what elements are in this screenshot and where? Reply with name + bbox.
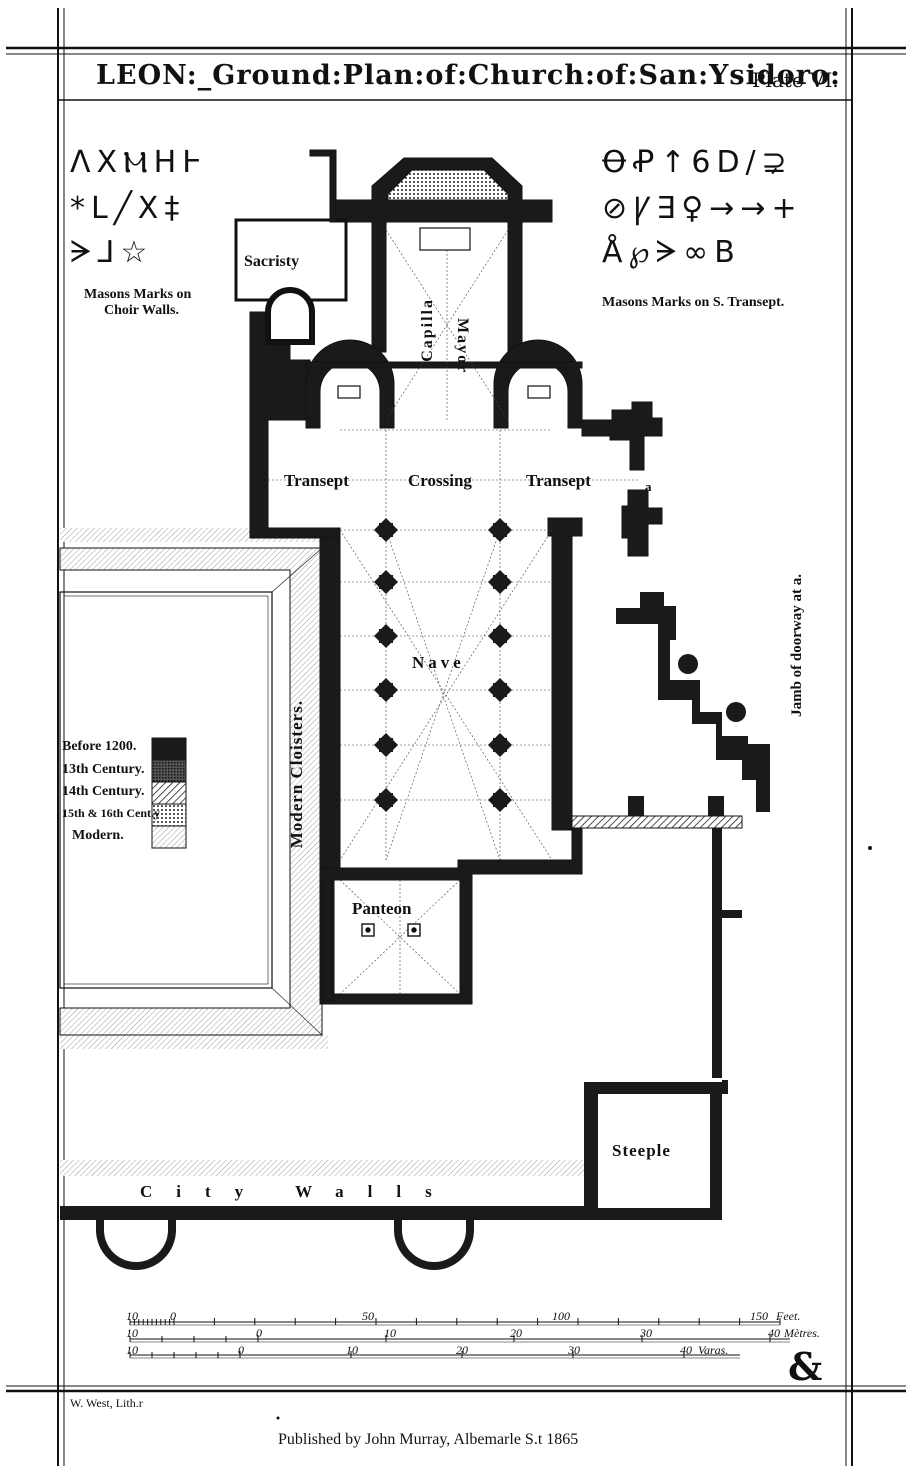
nave-pier-core [493, 575, 507, 589]
label-doorway-a: a [645, 479, 652, 494]
wall-respond [554, 678, 570, 702]
plate-title: LEON:_Ground:Plan:of:Church:of:San:Ysido… [96, 60, 841, 91]
legend-item-13th-century: 13th Century. [62, 762, 145, 777]
legend-item-14th-century: 14th Century. [62, 784, 145, 799]
feet-tick-label: 10 [126, 1309, 138, 1323]
plate-number: Plate VI. [752, 68, 839, 92]
varas-tick-label: 10 [346, 1343, 358, 1357]
nave-pier-core [379, 738, 393, 752]
nave-pier-core [379, 575, 393, 589]
metres-tick-label: 30 [640, 1326, 652, 1340]
nave-pier-core [379, 683, 393, 697]
varas-tick-label: 0 [238, 1343, 244, 1357]
panteon-columns [361, 923, 421, 937]
varas-unit: Varas. [698, 1343, 729, 1357]
wall-respond [322, 570, 338, 594]
label-capilla: Capilla [419, 298, 436, 362]
label-crossing: Crossing [408, 471, 472, 490]
varas-tick-label: 20 [456, 1343, 468, 1357]
publisher-monogram: & [788, 1344, 823, 1389]
wall-respond [322, 624, 338, 648]
lithographer-credit: W. West, Lith.r [70, 1396, 143, 1410]
nave-pier-core [493, 629, 507, 643]
nave-pier-core [493, 683, 507, 697]
metres-unit: Mètres. [784, 1326, 820, 1340]
metres-tick-label: 0 [256, 1326, 262, 1340]
varas-tick-label: 40 [680, 1343, 692, 1357]
feet-tick-label: 150 [750, 1309, 768, 1323]
vault-lines [268, 229, 640, 995]
legend-swatches [151, 737, 187, 849]
label-mayor: Mayor [454, 318, 471, 375]
altars [337, 227, 551, 399]
publisher-line: Published by John Murray, Albemarle S.t … [278, 1431, 579, 1448]
label-nave: Nave [412, 653, 465, 672]
stray-dot [868, 846, 872, 850]
legend-item-modern: Modern. [72, 828, 124, 843]
wall-respond [322, 678, 338, 702]
transept-marks-caption: Masons Marks on S. Transept. [602, 295, 785, 310]
label-steeple: Steeple [612, 1141, 671, 1160]
choir-marks-row-1: ΛXⲘHⱵ [70, 145, 208, 180]
label-jamb-of-doorway: Jamb of doorway at a. [789, 574, 805, 717]
wall-respond [554, 788, 570, 812]
legend-item-15th-16th-century: 15th & 16th Cent.y [62, 806, 160, 820]
choir-marks-caption-2: Choir Walls. [104, 303, 179, 318]
wall-respond [322, 788, 338, 812]
varas-tick-label: 10 [126, 1343, 138, 1357]
wall-respond [554, 570, 570, 594]
wall-respond [554, 733, 570, 757]
label-sacristy: Sacristy [244, 253, 300, 270]
legend-item-before-1200: Before 1200. [62, 739, 137, 754]
transept-marks-row-1: ꝊꝒ↑6D/⊋ [602, 145, 793, 180]
church-walls [234, 149, 663, 1005]
plate-frame [6, 8, 906, 1466]
label-panteon: Panteon [352, 899, 412, 918]
metres-tick-label: 20 [510, 1326, 522, 1340]
south-walls [571, 815, 743, 1220]
nave-pier-core [379, 523, 393, 537]
transept-marks-row-3: Å℘ᗒ∞B [602, 235, 741, 270]
nave-pier-core [493, 738, 507, 752]
choir-marks-row-2: *L╱X‡ [70, 191, 186, 226]
choir-marks-row-3: ᗒ⅃☆ [70, 235, 154, 270]
stray-dot [276, 1416, 280, 1420]
label-transept-right: Transept [526, 471, 591, 490]
nave-pier-core [379, 629, 393, 643]
nave-pier-core [493, 523, 507, 537]
feet-tick-label: 0 [170, 1309, 176, 1323]
metres-tick-label: 10 [384, 1326, 396, 1340]
nave-pier-core [493, 793, 507, 807]
label-city-walls: City Walls [140, 1182, 456, 1201]
wall-respond [322, 733, 338, 757]
choir-marks-caption-1: Masons Marks on [84, 287, 192, 302]
scale-bars [130, 1321, 790, 1359]
nave-piers [322, 518, 570, 812]
ruined-walls [616, 592, 770, 816]
scale-ticks [129, 1318, 781, 1358]
varas-tick-label: 30 [568, 1343, 580, 1357]
transept-marks-row-2: ⊘Ꝩ∃♀→→+ [602, 191, 803, 226]
feet-unit: Feet. [776, 1309, 801, 1323]
label-modern-cloisters: Modern Cloisters. [287, 700, 306, 849]
city-walls [60, 1160, 584, 1270]
wall-respond [554, 624, 570, 648]
label-transept-left: Transept [284, 471, 349, 490]
nave-pier-core [379, 793, 393, 807]
metres-tick-label: 40 [768, 1326, 780, 1340]
feet-tick-label: 100 [552, 1309, 570, 1323]
metres-tick-label: 10 [126, 1326, 138, 1340]
feet-tick-label: 50 [362, 1309, 374, 1323]
